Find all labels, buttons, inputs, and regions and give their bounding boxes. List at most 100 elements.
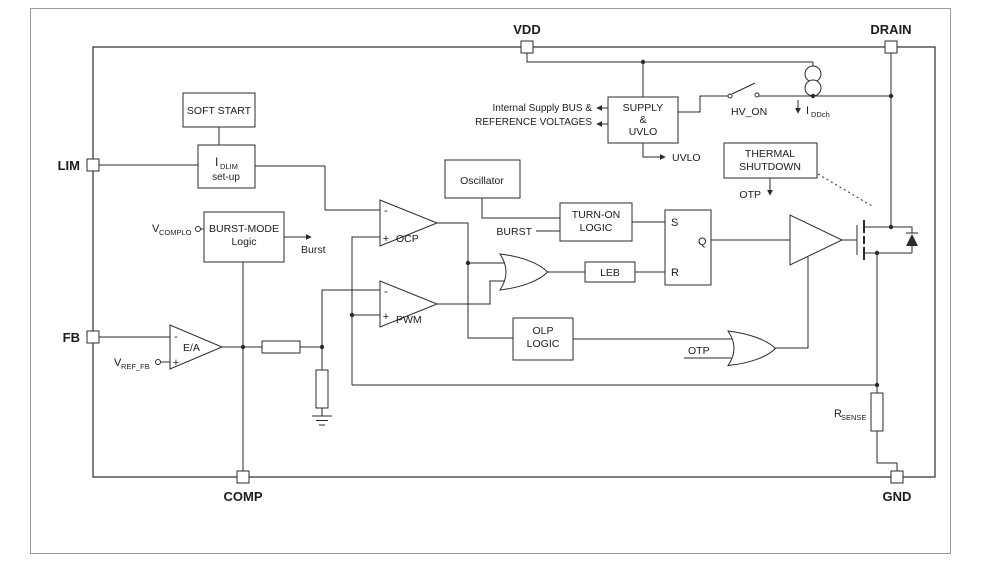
- pin-label-lim: LIM: [58, 158, 80, 173]
- rsense-symbol: R: [834, 408, 842, 420]
- thermal-label-2: SHUTDOWN: [739, 161, 801, 173]
- pwm-plus: +: [383, 311, 389, 323]
- vref-subscript: REF_FB: [121, 362, 150, 371]
- pwm-comparator: [379, 280, 439, 328]
- or-gate-protection: [726, 330, 777, 367]
- diode-triangle: [906, 234, 918, 246]
- hv-on-label: HV_ON: [731, 106, 767, 118]
- wire-supply-to-switch: [678, 95, 728, 113]
- burst-mode-logic-block: [203, 211, 285, 263]
- wire-pwm-to-or1: [437, 280, 510, 305]
- pin-gnd: [890, 470, 904, 484]
- ocp-plus: +: [383, 233, 389, 245]
- wire-osc-to-turnon: [481, 198, 560, 219]
- leb-label: LEB: [600, 267, 620, 279]
- wire-sense-to-ocp-plus: [351, 236, 380, 385]
- olp-logic-block: [512, 317, 574, 361]
- supply-label-1: SUPPLY: [623, 102, 664, 114]
- pin-drain: [884, 40, 898, 54]
- sr-latch-block: [664, 209, 712, 286]
- burst-in-label: BURST: [496, 226, 532, 238]
- ea-label: E/A: [183, 342, 200, 354]
- rsense-resistor: [870, 392, 884, 432]
- oscillator-label: Oscillator: [460, 175, 504, 187]
- thermal-shutdown-block: [723, 142, 818, 179]
- rsense-subscript: SENSE: [841, 413, 866, 422]
- current-source-circle-bottom: [804, 79, 822, 97]
- wire-idlim-to-ocp: [255, 165, 380, 211]
- internal-supply-label-1: Internal Supply BUS &: [493, 103, 593, 114]
- pin-comp: [236, 470, 250, 484]
- ocp-minus: -: [384, 205, 388, 217]
- idlim-symbol: I: [215, 155, 218, 169]
- wire-drain: [864, 53, 892, 228]
- or-gate-reset: [498, 253, 549, 291]
- supply-label-3: UVLO: [629, 126, 658, 138]
- series-resistor: [261, 340, 301, 354]
- ocp-label: OCP: [396, 233, 419, 245]
- supply-uvlo-block: [607, 96, 679, 144]
- pin-fb: [86, 330, 100, 344]
- gate-driver: [789, 214, 844, 266]
- error-amplifier: [169, 324, 224, 370]
- vref-terminal: [155, 359, 161, 365]
- hv-on-switch: [727, 82, 760, 99]
- pin-label-drain: DRAIN: [870, 22, 911, 37]
- internal-supply-label-2: REFERENCE VOLTAGES: [475, 117, 592, 128]
- wire-vdd-top: [526, 53, 813, 63]
- ground-symbol: [312, 408, 332, 426]
- idlim-setup-label: set-up: [212, 172, 240, 183]
- pin-label-vdd: VDD: [513, 22, 540, 37]
- vcomplo-subscript: COMPLO: [159, 228, 192, 237]
- ea-plus: +: [173, 357, 179, 369]
- iddch-symbol: I: [806, 105, 809, 117]
- vref-symbol: V: [114, 357, 122, 369]
- turn-on-label-1: TURN-ON: [572, 209, 620, 221]
- olp-label-2: LOGIC: [527, 338, 560, 350]
- latch-q-label: Q: [698, 236, 707, 248]
- pin-vdd: [520, 40, 534, 54]
- switch-contact-left: [727, 93, 733, 99]
- shunt-resistor: [315, 369, 329, 409]
- burst-mode-label-2: Logic: [231, 236, 256, 248]
- burst-mode-label-1: BURST-MODE: [209, 223, 279, 235]
- latch-s-label: S: [671, 217, 678, 229]
- oscillator-block: [444, 159, 521, 199]
- ea-minus: -: [174, 331, 178, 343]
- pin-label-comp: COMP: [224, 489, 263, 504]
- ocp-comparator: [379, 199, 439, 247]
- wire-comp-to-pwm-minus: [321, 289, 380, 347]
- turn-on-label-2: LOGIC: [580, 222, 613, 234]
- turn-on-logic-block: [559, 202, 633, 242]
- thermal-sense-dotted-line: [817, 173, 873, 207]
- pin-label-fb: FB: [63, 330, 80, 345]
- latch-r-label: R: [671, 267, 679, 279]
- body-diode: [891, 226, 918, 253]
- pwm-label: PWM: [396, 314, 422, 326]
- soft-start-label: SOFT START: [187, 105, 252, 117]
- otp-thermal-label: OTP: [739, 189, 761, 201]
- soft-start-block: [182, 92, 256, 128]
- diode-leads: [891, 226, 913, 253]
- idlim-setup-block: [197, 144, 256, 189]
- ic-boundary: [92, 46, 936, 478]
- vcomplo-symbol: V: [152, 223, 160, 235]
- iddch-subscript: DDch: [811, 110, 830, 119]
- thermal-label-1: THERMAL: [745, 148, 795, 160]
- supply-label-2: &: [639, 114, 646, 126]
- olp-label-1: OLP: [532, 325, 553, 337]
- junction-dots: [240, 59, 894, 388]
- switch-contact-right: [754, 92, 760, 98]
- wire-or2-to-driver: [775, 257, 809, 349]
- wire-uvlo-out: [642, 143, 666, 160]
- idlim-subscript: DLIM: [220, 162, 238, 171]
- pin-label-gnd: GND: [883, 489, 912, 504]
- vcomplo-terminal: [195, 226, 201, 232]
- pin-lim: [86, 158, 100, 172]
- leb-block: [584, 261, 636, 283]
- otp-or-label: OTP: [688, 345, 710, 357]
- switch-blade: [731, 82, 756, 95]
- wire-ocp-out-to-olp: [437, 222, 513, 339]
